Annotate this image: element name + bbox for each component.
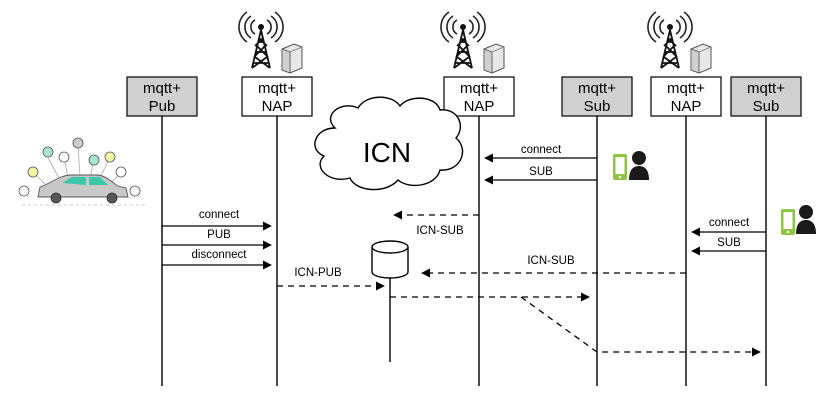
- lifelines: [161, 116, 767, 386]
- server-icon: [690, 43, 712, 74]
- svg-text:NAP: NAP: [671, 98, 702, 115]
- svg-text:NAP: NAP: [464, 98, 495, 115]
- svg-text:SUB: SUB: [529, 166, 553, 178]
- svg-text:mqtt+: mqtt+: [258, 80, 296, 97]
- svg-text:mqtt+: mqtt+: [460, 80, 498, 97]
- person-icon: [629, 151, 649, 180]
- svg-text:connect: connect: [709, 217, 750, 229]
- icn-label: ICN: [363, 137, 411, 168]
- svg-text:connect: connect: [521, 144, 562, 156]
- radio-tower-icon: [238, 11, 284, 69]
- participant-sub1: mqtt+ Sub: [561, 76, 633, 117]
- participant-nap3: mqtt+ NAP: [650, 76, 722, 117]
- server-icon: [281, 43, 303, 74]
- msg-sub2-sub: SUB: [691, 237, 766, 256]
- msg-pub-pub: PUB: [162, 229, 272, 250]
- svg-text:disconnect: disconnect: [192, 249, 248, 261]
- svg-text:PUB: PUB: [207, 229, 231, 241]
- connected-car-icon: [18, 137, 145, 206]
- svg-text:SUB: SUB: [717, 237, 741, 249]
- msg-nap3-icn-sub: ICN-SUB: [421, 255, 686, 278]
- svg-text:ICN-SUB: ICN-SUB: [527, 255, 575, 267]
- server-icon: [483, 43, 505, 74]
- msg-pub-connect: connect: [162, 209, 272, 231]
- msg-sub1-sub: SUB: [484, 166, 597, 185]
- msg-sub2-connect: connect: [691, 217, 766, 237]
- svg-text:mqtt+: mqtt+: [747, 80, 785, 97]
- msg-delivery-sub2: [520, 296, 761, 357]
- msg-nap1-icn-pub: ICN-PUB: [277, 267, 385, 291]
- svg-text:mqtt+: mqtt+: [143, 80, 181, 97]
- radio-tower-icon: [647, 11, 693, 69]
- participant-sub2: mqtt+ Sub: [730, 76, 802, 117]
- participant-pub: mqtt+ Pub: [126, 76, 198, 117]
- svg-text:mqtt+: mqtt+: [578, 80, 616, 97]
- smartphone-icon: [613, 154, 627, 180]
- svg-text:Pub: Pub: [149, 98, 176, 115]
- svg-text:Sub: Sub: [584, 98, 611, 115]
- svg-text:NAP: NAP: [262, 98, 293, 115]
- participant-nap2: mqtt+ NAP: [443, 76, 515, 117]
- svg-text:connect: connect: [199, 209, 240, 221]
- cloud-icon: ICN: [314, 96, 464, 191]
- msg-nap2-icn-sub: ICN-SUB: [393, 210, 479, 237]
- smartphone-icon: [781, 209, 795, 235]
- svg-text:ICN-SUB: ICN-SUB: [416, 225, 464, 237]
- database-icon: [371, 240, 409, 279]
- svg-text:ICN-PUB: ICN-PUB: [294, 267, 342, 279]
- msg-pub-disconnect: disconnect: [162, 249, 272, 270]
- svg-text:Sub: Sub: [753, 98, 780, 115]
- person-icon: [796, 205, 816, 234]
- participant-nap1: mqtt+ NAP: [241, 76, 313, 117]
- radio-tower-icon: [440, 11, 486, 69]
- svg-text:mqtt+: mqtt+: [667, 80, 705, 97]
- msg-sub1-connect: connect: [484, 144, 597, 163]
